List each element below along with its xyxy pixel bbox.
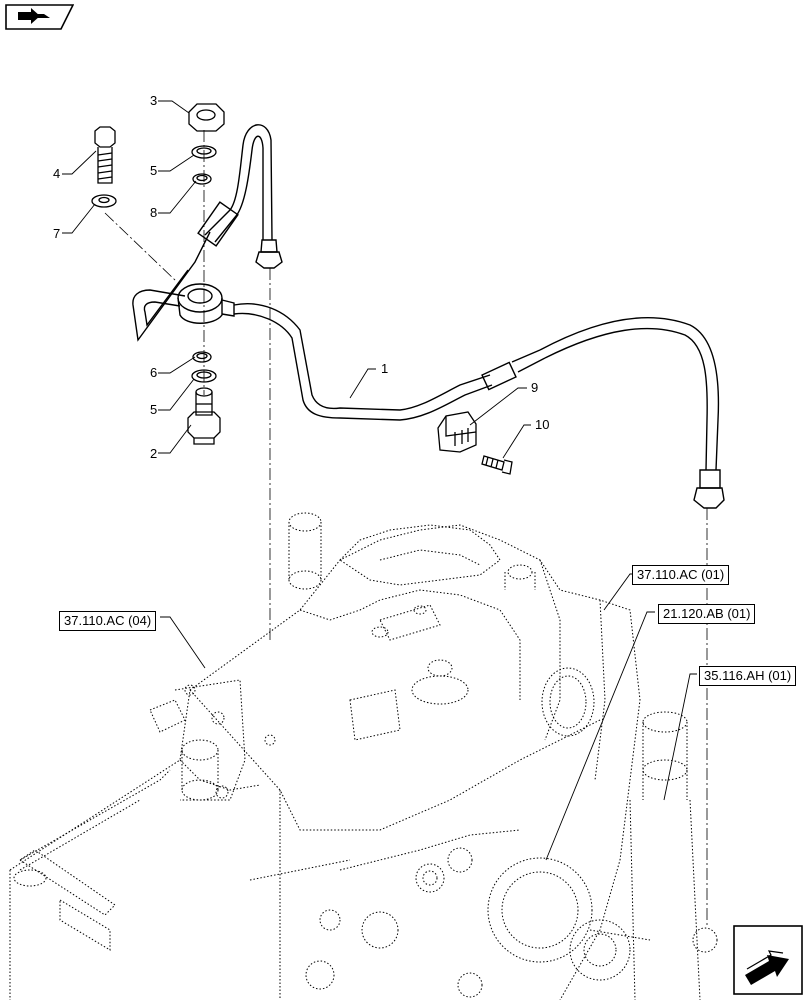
callout-1: 1: [381, 361, 388, 376]
callout-7: 7: [53, 226, 60, 241]
part-4-bolt: [94, 126, 116, 184]
leader-lines: [62, 100, 697, 861]
callout-labels: 1 2 3 4 5 5 6 7 8 9 10: [53, 93, 549, 461]
assembly-centerlines: [104, 130, 708, 925]
callout-4: 4: [53, 166, 60, 181]
callout-5-lower: 5: [150, 402, 157, 417]
callout-8: 8: [150, 205, 157, 220]
reference-21-120-ab-01[interactable]: 21.120.AB (01): [658, 604, 756, 624]
next-page-arrow-icon: [733, 925, 803, 995]
reference-37-110-ac-04[interactable]: 37.110.AC (04): [59, 611, 157, 631]
callout-2: 2: [150, 446, 157, 461]
part-7-washer: [91, 194, 117, 208]
callout-3: 3: [150, 93, 157, 108]
engine-block-outline: [9, 512, 718, 1000]
next-page-button[interactable]: [733, 925, 803, 995]
previous-page-button[interactable]: [4, 4, 75, 30]
book-arrow-icon: [5, 4, 75, 30]
callout-10: 10: [535, 417, 549, 432]
part-8-seal: [192, 173, 212, 185]
fuel-tube-assembly: [132, 124, 725, 509]
part-2-banjo-bolt: [187, 387, 221, 445]
callout-5-upper: 5: [150, 163, 157, 178]
part-3-nut: [188, 103, 225, 132]
callout-9: 9: [531, 380, 538, 395]
reference-37-110-ac-01[interactable]: 37.110.AC (01): [632, 565, 730, 585]
callout-6: 6: [150, 365, 157, 380]
part-9-clip: [437, 411, 477, 453]
reference-35-116-ah-01[interactable]: 35.116.AH (01): [699, 666, 797, 686]
part-6-seal: [192, 351, 212, 363]
part-10-screw: [481, 455, 513, 475]
